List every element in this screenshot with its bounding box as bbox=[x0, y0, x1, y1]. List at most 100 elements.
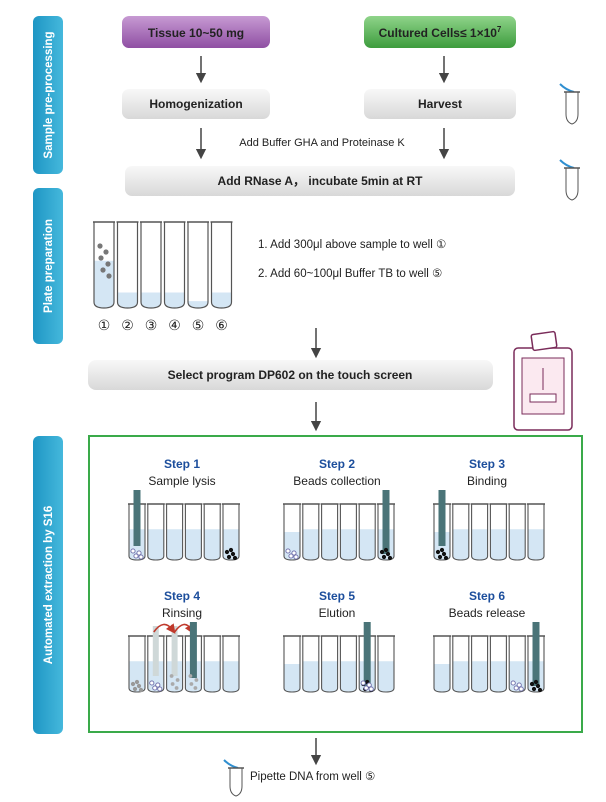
magnetic-bead bbox=[130, 681, 136, 687]
sample-particle bbox=[106, 273, 112, 279]
step-name: Sample lysis bbox=[148, 474, 215, 488]
well-outline bbox=[339, 504, 357, 561]
faded-rod bbox=[152, 626, 159, 676]
sidebar-preprocessing: Sample pre-processing bbox=[33, 16, 63, 174]
well-number-label: ② bbox=[121, 317, 134, 333]
well-liquid bbox=[147, 529, 164, 560]
program-label: Select program DP602 on the touch screen bbox=[168, 368, 413, 382]
pipette-tube-icon-2 bbox=[559, 159, 580, 201]
well-outline bbox=[321, 504, 339, 561]
well-liquid bbox=[452, 661, 469, 692]
buffer-gha-note: Add Buffer GHA and Proteinase K bbox=[239, 137, 405, 149]
cultured-cells-label: Cultured Cells≤ 1×107 bbox=[379, 25, 502, 40]
magnetic-bead bbox=[435, 549, 441, 555]
plate-well bbox=[140, 221, 162, 309]
plate-well bbox=[93, 221, 115, 309]
well-outline bbox=[184, 636, 202, 693]
well-outline bbox=[222, 504, 240, 561]
rinse-bead bbox=[175, 678, 180, 682]
well-liquid bbox=[302, 529, 319, 560]
well-outline bbox=[377, 504, 395, 561]
well-outline bbox=[527, 636, 545, 693]
sample-molecule bbox=[152, 685, 158, 691]
sidebar-plate-preparation: Plate preparation bbox=[33, 188, 63, 344]
tissue-label: Tissue 10~50 mg bbox=[148, 26, 244, 40]
magnetic-rod bbox=[532, 622, 540, 686]
well-liquid bbox=[340, 529, 357, 560]
well-liquid bbox=[321, 661, 338, 692]
well-liquid bbox=[166, 661, 183, 692]
sample-molecule bbox=[516, 682, 522, 688]
sample-molecule bbox=[510, 680, 516, 686]
rinse-bead bbox=[169, 674, 174, 678]
step-name: Rinsing bbox=[162, 606, 202, 620]
step-name: Elution bbox=[319, 606, 356, 620]
well-liquid bbox=[359, 529, 376, 560]
plate-wells bbox=[93, 221, 233, 309]
step-name: Beads collection bbox=[293, 474, 380, 488]
well-liquid bbox=[302, 661, 319, 692]
well-liquid bbox=[204, 529, 221, 560]
well-liquid bbox=[378, 661, 394, 692]
pipette-tube-icon-final bbox=[223, 759, 244, 797]
step-title: Step 1 bbox=[164, 457, 200, 471]
well-outline bbox=[452, 504, 470, 561]
magnetic-bead bbox=[535, 683, 541, 689]
rinse-bead bbox=[188, 674, 193, 678]
pipette-tube-icon-1 bbox=[559, 83, 580, 125]
magnetic-bead bbox=[383, 547, 389, 553]
magnetic-bead bbox=[529, 681, 535, 687]
magnetic-bead bbox=[226, 554, 232, 560]
well-liquid bbox=[185, 529, 202, 560]
step-name: Beads release bbox=[449, 606, 526, 620]
sample-molecule bbox=[136, 550, 142, 556]
well-outline bbox=[452, 636, 470, 693]
well-outline bbox=[489, 636, 507, 693]
well-outline bbox=[302, 636, 320, 693]
well-liquid bbox=[204, 661, 221, 692]
well-outline bbox=[147, 636, 165, 693]
sample-molecule bbox=[368, 686, 374, 692]
well-outline bbox=[203, 636, 221, 693]
step-title: Step 5 bbox=[319, 589, 355, 603]
magnetic-bead bbox=[381, 554, 387, 560]
well-outline bbox=[508, 504, 526, 561]
well-outline bbox=[508, 636, 526, 693]
well-liquid bbox=[509, 529, 526, 560]
magnetic-bead bbox=[138, 687, 144, 693]
well-liquid bbox=[490, 661, 507, 692]
well-outline bbox=[321, 636, 339, 693]
sample-molecule bbox=[133, 553, 139, 559]
well-liquid bbox=[166, 529, 183, 560]
sidebar-automated-extraction: Automated extraction by S16 bbox=[33, 436, 63, 734]
well-outline bbox=[222, 636, 240, 693]
sample-molecule bbox=[288, 553, 294, 559]
well-liquid bbox=[471, 529, 488, 560]
well-outline bbox=[302, 504, 320, 561]
magnetic-bead bbox=[228, 547, 234, 553]
sample-particle bbox=[98, 255, 104, 261]
well-outline bbox=[471, 504, 489, 561]
step-title: Step 4 bbox=[164, 589, 200, 603]
well-outline bbox=[128, 504, 146, 561]
plate-well bbox=[116, 221, 139, 309]
sidebar-plate-label: Plate preparation bbox=[43, 219, 55, 313]
well-outline bbox=[489, 504, 507, 561]
well-liquid bbox=[528, 529, 544, 560]
harvest-box: Harvest bbox=[364, 89, 516, 119]
plate-well bbox=[163, 221, 186, 309]
magnetic-bead bbox=[230, 551, 236, 557]
rinse-bead bbox=[189, 682, 194, 686]
sample-particle bbox=[100, 267, 106, 273]
sample-molecule bbox=[513, 685, 519, 691]
sample-molecule bbox=[157, 686, 163, 692]
well-outline bbox=[166, 504, 184, 561]
sample-particle bbox=[105, 261, 111, 267]
magnetic-bead bbox=[387, 555, 393, 561]
pipette-dna-note: Pipette DNA from well ⑤ bbox=[250, 771, 375, 783]
rnase-label: Add RNase A， incubate 5min at RT bbox=[218, 174, 424, 188]
magnetic-bead bbox=[531, 686, 537, 692]
